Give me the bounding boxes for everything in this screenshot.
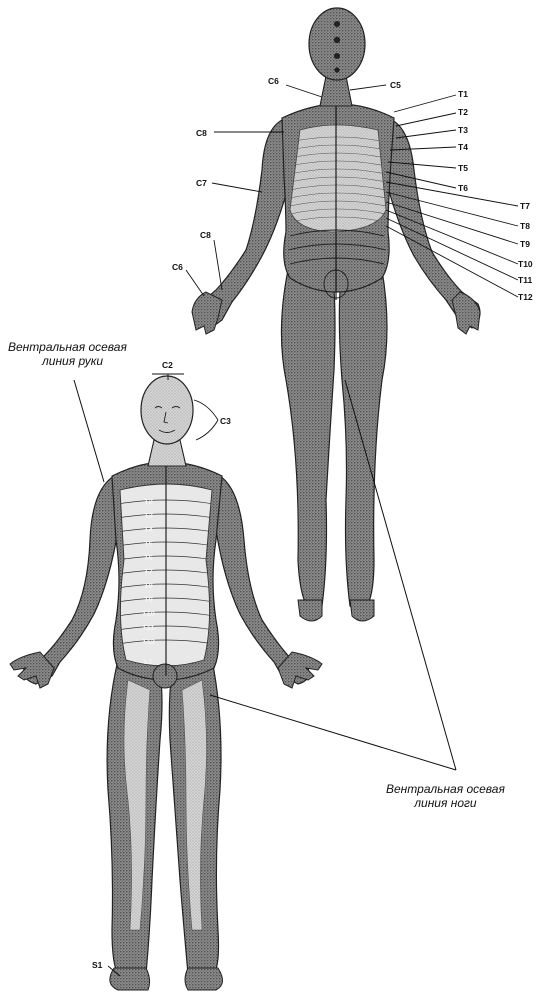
back-label-t11: T11 <box>518 275 532 285</box>
back-figure-right-foot <box>350 600 374 621</box>
back-label-t12: T12 <box>518 292 533 302</box>
back-figure-right-leg <box>339 270 387 610</box>
arm-axis-caption-line1: Вентральная осевая <box>8 340 127 354</box>
back-label-c7: C7 <box>196 178 207 188</box>
front-label-t11: T11 <box>142 623 155 632</box>
back-label-c8-shoulder: C8 <box>196 128 207 138</box>
front-label-t4: T4 <box>144 525 154 534</box>
back-figure-left-foot <box>298 600 322 621</box>
back-label-t6: T6 <box>458 183 468 193</box>
back-label-c8-hand: C8 <box>200 230 211 240</box>
back-label-t5: T5 <box>458 163 468 173</box>
back-label-t1: T1 <box>458 89 468 99</box>
back-label-t7: T7 <box>520 201 530 211</box>
back-label-c6-neck: C6 <box>268 76 279 86</box>
front-label-t5: T5 <box>144 539 153 548</box>
back-label-t2: T2 <box>458 107 468 117</box>
back-label-t3: T3 <box>458 125 468 135</box>
front-label-t9: T9 <box>144 595 153 604</box>
front-label-t2: T2 <box>144 497 153 506</box>
leg-axis-caption-line2: линия ноги <box>386 796 505 810</box>
front-label-c3: C3 <box>220 416 231 426</box>
front-label-c2: C2 <box>162 360 173 370</box>
arm-axis-caption-line2: линия руки <box>8 354 127 368</box>
leg-axis-caption-line1: Вентральная осевая <box>386 782 505 796</box>
back-figure-right-hand <box>452 292 480 334</box>
leg-axis-leader-front <box>210 695 456 770</box>
back-label-t9: T9 <box>520 239 530 249</box>
front-label-t6: T6 <box>144 553 153 562</box>
front-label-t3: T3 <box>144 511 153 520</box>
front-label-t12: T12 <box>142 637 155 646</box>
back-figure-left-leg <box>281 270 335 610</box>
front-label-l1: L1 <box>144 657 153 666</box>
front-label-s1: S1 <box>92 960 103 970</box>
back-figure-left-hand <box>192 292 222 334</box>
front-label-t10: T10 <box>142 609 155 618</box>
back-label-c5: C5 <box>390 80 401 90</box>
front-figure-right-foot <box>185 968 223 990</box>
arm-axis-leader <box>74 380 104 482</box>
front-label-t8: T8 <box>144 581 153 590</box>
back-figure-upper-back <box>290 125 386 232</box>
front-figure-left-foot <box>110 968 150 990</box>
front-figure-groin <box>153 664 177 688</box>
front-figure-head <box>141 376 193 444</box>
leg-axis-caption: Вентральная осевая линия ноги <box>386 782 505 810</box>
back-label-t4: T4 <box>458 142 468 152</box>
front-label-t7: T7 <box>144 567 153 576</box>
back-label-t8: T8 <box>520 221 530 231</box>
back-label-c6-hand: C6 <box>172 262 183 272</box>
back-label-t10: T10 <box>518 259 533 269</box>
arm-axis-caption: Вентральная осевая линия руки <box>8 340 127 368</box>
front-figure: C2 C3 S1 T2 T3 T4 T5 T6 T7 T8 T9 T10 T11… <box>10 360 322 990</box>
